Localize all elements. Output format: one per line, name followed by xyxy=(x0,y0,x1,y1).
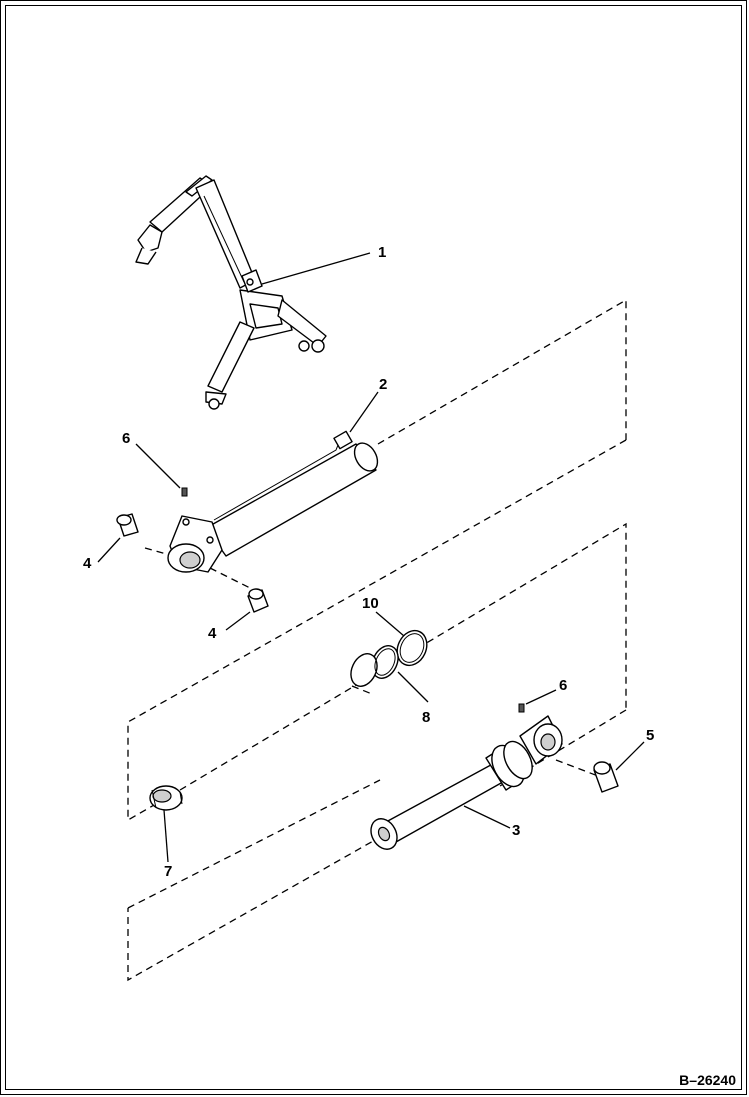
callout-7: 7 xyxy=(164,863,172,880)
backhoe-boom-assembly xyxy=(135,175,327,410)
diagram-inner-border xyxy=(5,5,742,1090)
bushing-upper xyxy=(116,513,139,537)
bushing-lower xyxy=(247,588,269,613)
callout-4-lower: 4 xyxy=(208,625,217,642)
gland xyxy=(149,785,183,811)
callout-5: 5 xyxy=(646,727,654,744)
callout-4-upper: 4 xyxy=(83,555,92,572)
callout-2: 2 xyxy=(379,376,387,393)
grease-fitting-upper xyxy=(181,487,188,497)
callout-10: 10 xyxy=(362,595,379,612)
rod-eye-bushing xyxy=(593,761,619,793)
grease-fitting-lower xyxy=(518,703,525,713)
piston-rod xyxy=(370,715,563,850)
callout-8: 8 xyxy=(422,709,430,726)
leader-lines xyxy=(97,252,645,863)
callout-6-upper: 6 xyxy=(122,430,130,447)
alignment-lines xyxy=(127,298,627,982)
callout-6-lower: 6 xyxy=(559,677,567,694)
callout-labels: 1 2 3 4 4 5 6 6 7 8 10 xyxy=(83,244,654,880)
callout-3: 3 xyxy=(512,822,520,839)
figure-id: B–26240 xyxy=(679,1072,736,1088)
seal-rings xyxy=(350,629,428,687)
cylinder-barrel xyxy=(167,430,379,573)
callout-1: 1 xyxy=(378,244,386,261)
